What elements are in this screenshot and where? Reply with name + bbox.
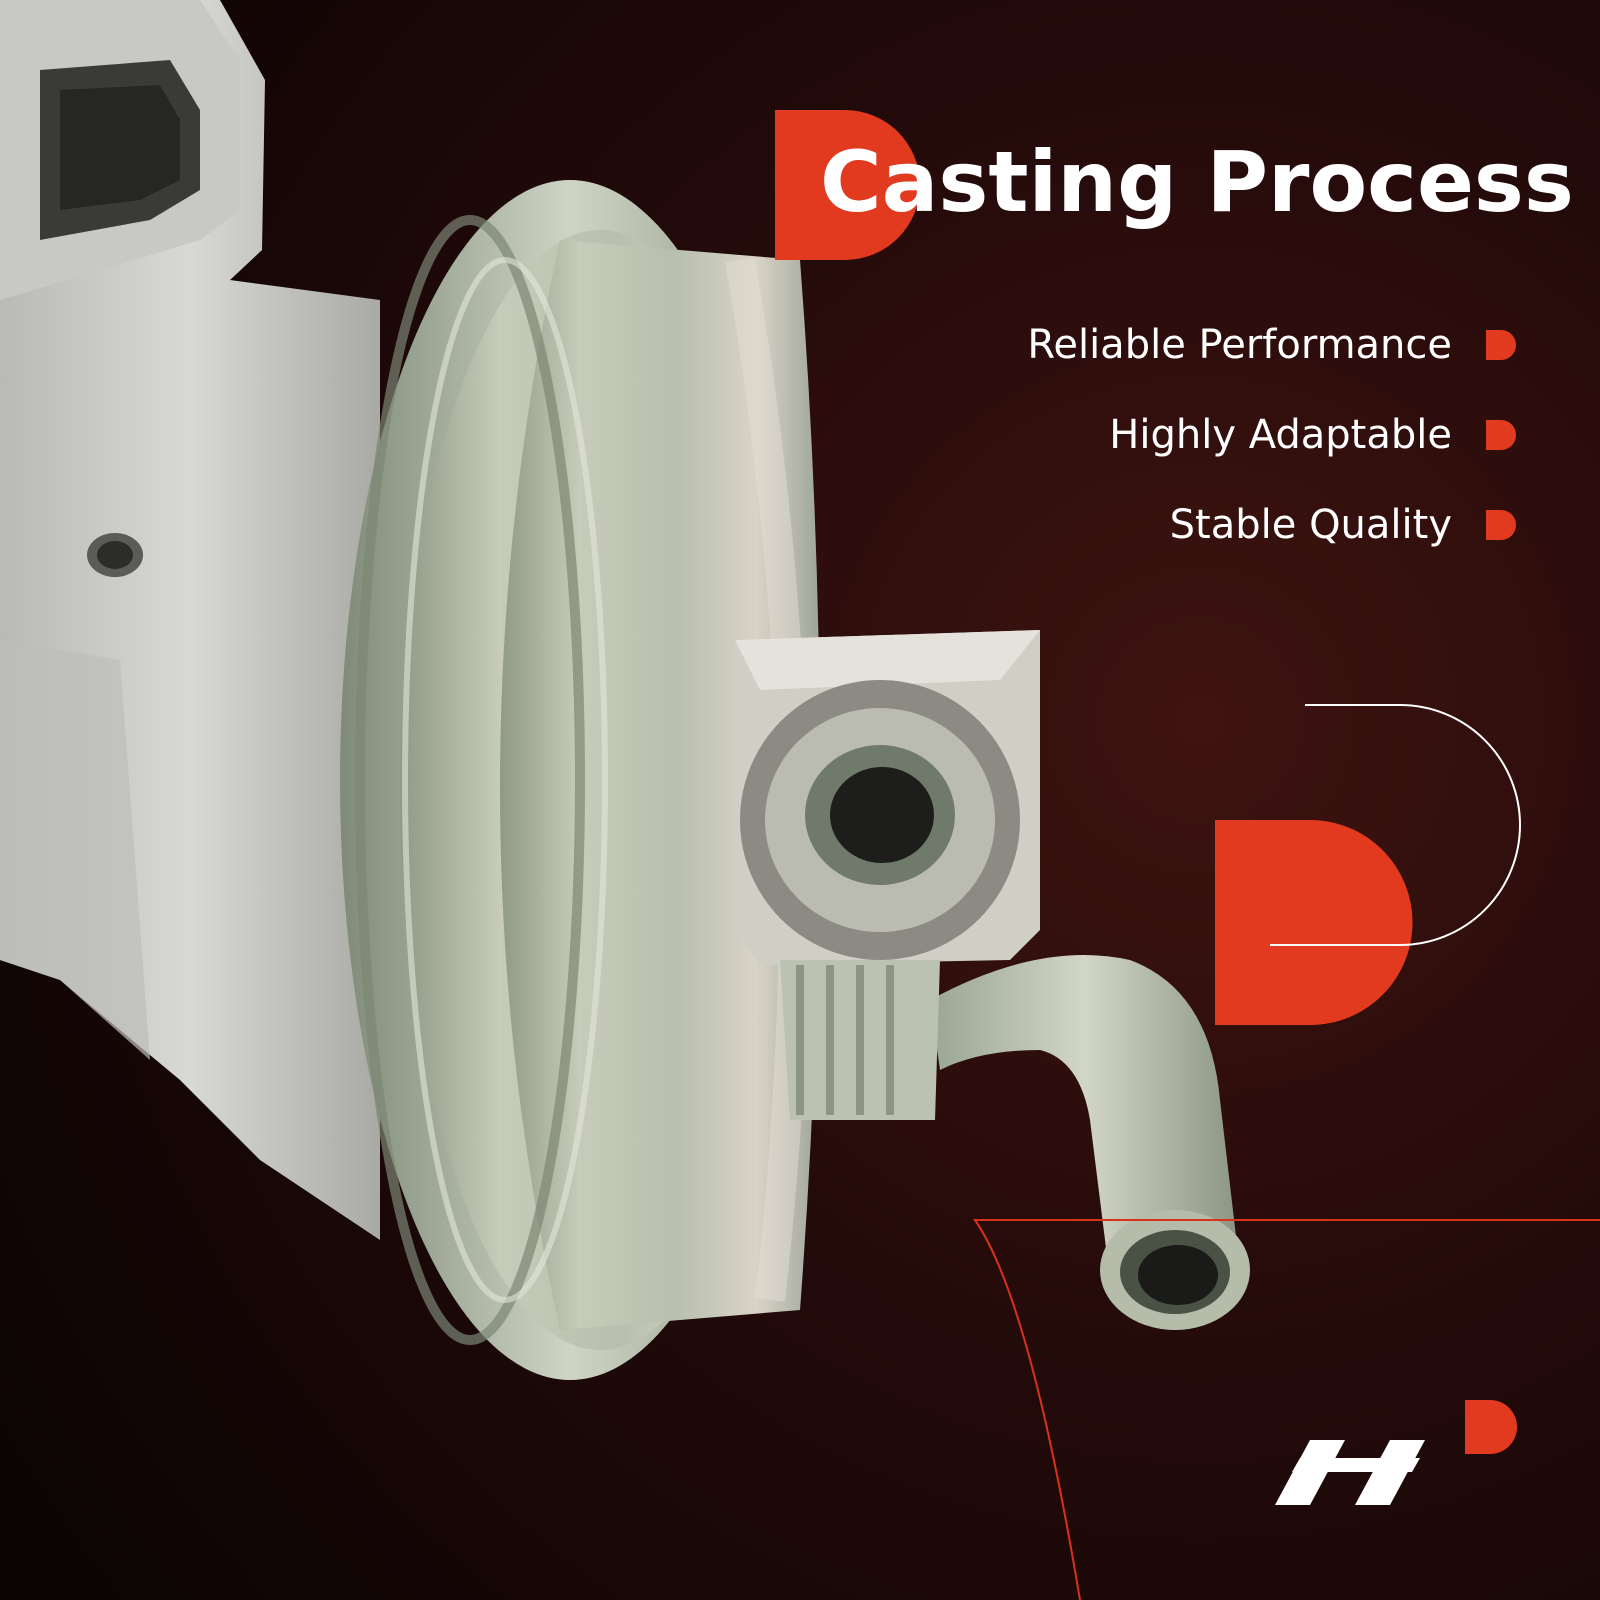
- title-accent-shape: [775, 110, 920, 260]
- valve-canister: [340, 180, 820, 1380]
- feature-item: Highly Adaptable: [818, 390, 1518, 480]
- feature-list: Reliable Performance Highly Adaptable St…: [818, 300, 1518, 570]
- feature-item: Reliable Performance: [818, 300, 1518, 390]
- aluminum-housing: [0, 0, 380, 1240]
- d-marker-icon: [1486, 420, 1516, 450]
- ribbed-base: [780, 960, 940, 1120]
- feature-item: Stable Quality: [818, 480, 1518, 570]
- decor-frame-line: [973, 1219, 1600, 1600]
- d-marker-icon: [1486, 330, 1516, 360]
- feature-label: Stable Quality: [1169, 502, 1452, 548]
- bent-tube: [930, 955, 1250, 1330]
- brand-logo: [1275, 1400, 1517, 1505]
- port-fitting: [735, 630, 1040, 965]
- page-title: Casting Process: [820, 133, 1574, 231]
- d-marker-icon: [1486, 510, 1516, 540]
- decor-d-solid: [1215, 820, 1413, 1025]
- feature-label: Highly Adaptable: [1109, 412, 1452, 458]
- decor-d-outline: [1270, 704, 1521, 946]
- feature-label: Reliable Performance: [1027, 322, 1452, 368]
